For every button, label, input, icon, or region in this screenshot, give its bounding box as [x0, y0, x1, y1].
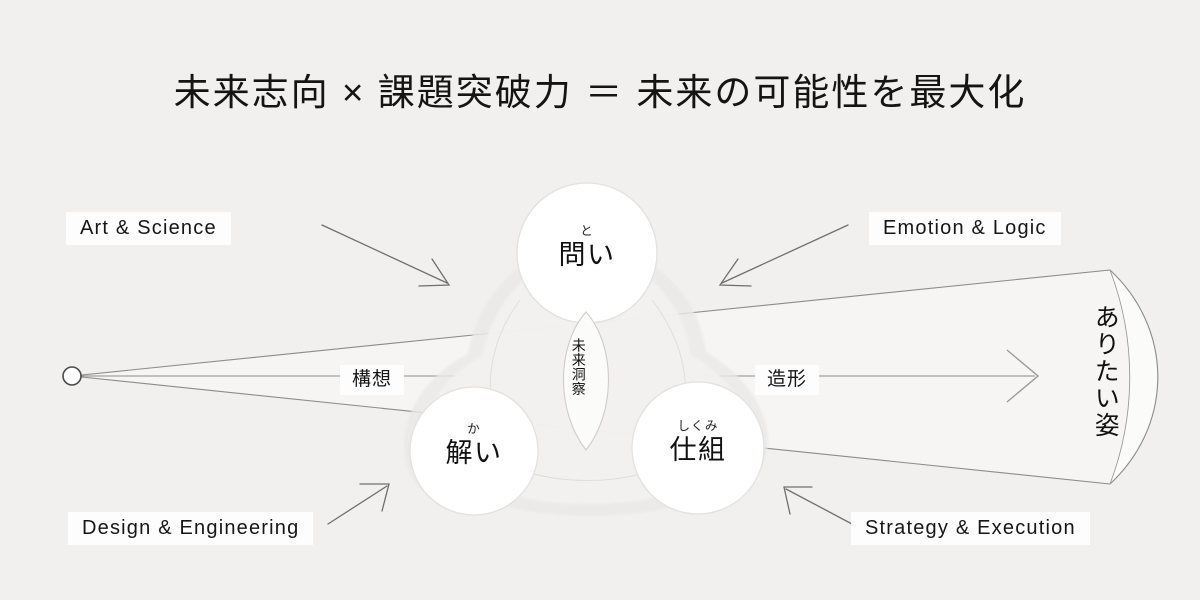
arrow-art-science — [321, 224, 451, 287]
circle-system[interactable] — [631, 381, 765, 515]
corner-label-art-science: Art & Science — [66, 212, 231, 245]
node-main-question: 問い — [558, 239, 616, 270]
center-lens-label: 未来洞察 — [570, 338, 587, 396]
circle-answer[interactable] — [409, 386, 539, 516]
axis-label-left: 構想 — [340, 365, 405, 395]
node-label-question: と 問い — [537, 225, 637, 269]
node-main-answer: 解い — [445, 437, 503, 468]
node-ruby-system: しくみ — [677, 419, 719, 433]
center-lens-shape[interactable] — [563, 311, 609, 451]
node-ruby-answer: か — [467, 422, 481, 436]
goal-arc-left — [1109, 269, 1159, 485]
arrow-emotion-logic — [718, 224, 849, 287]
main-axis-arrowhead — [1006, 349, 1040, 403]
arrow-strategy-execution — [783, 486, 853, 525]
goal-label: ありたい姿 — [1091, 304, 1120, 439]
node-label-answer: か 解い — [424, 423, 524, 467]
node-main-system: 仕組 — [669, 434, 727, 465]
goal-arc-right — [1109, 269, 1131, 485]
corner-label-strategy-execution: Strategy & Execution — [851, 512, 1090, 545]
node-ruby-question: と — [580, 224, 594, 238]
arrow-design-engineering — [327, 483, 390, 525]
origin-dot — [62, 366, 82, 386]
page-title: 未来志向 × 課題突破力 ＝ 未来の可能性を最大化 — [173, 72, 1027, 113]
corner-label-design-engineering: Design & Engineering — [68, 512, 314, 545]
axis-label-right: 造形 — [755, 365, 820, 395]
corner-label-emotion-logic: Emotion & Logic — [869, 212, 1061, 245]
node-label-system: しくみ 仕組 — [648, 420, 748, 464]
goal-arc-fill — [1110, 270, 1158, 484]
